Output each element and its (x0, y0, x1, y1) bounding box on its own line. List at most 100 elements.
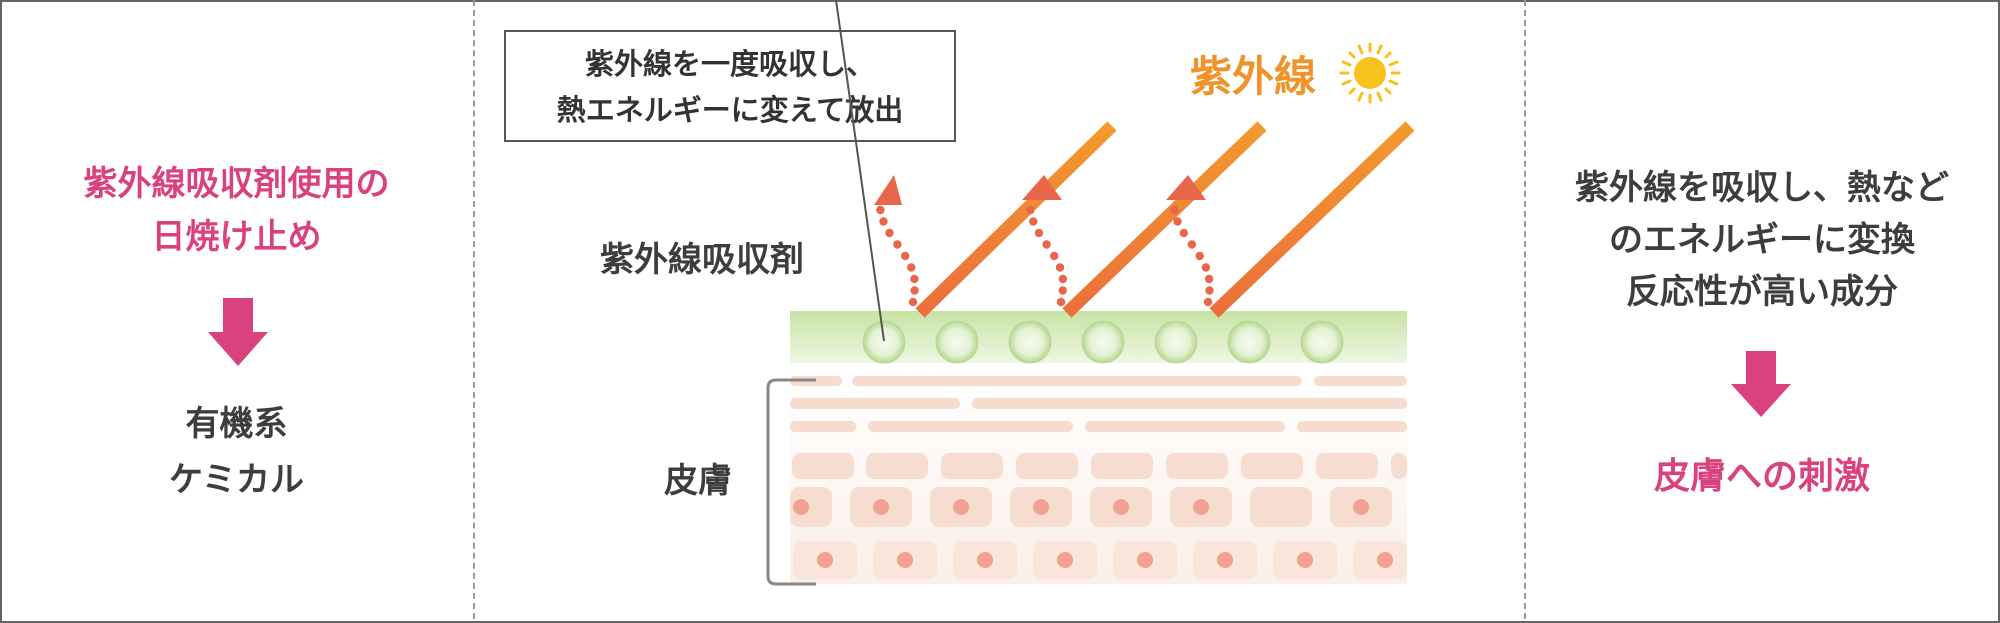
cell-nucleus (1033, 499, 1049, 515)
sun-icon (1339, 42, 1401, 104)
left-result-line-1: 有機系 (185, 404, 288, 444)
cell-nucleus (1137, 552, 1153, 568)
down-arrow-icon (208, 298, 268, 366)
skin-cell (972, 398, 1407, 409)
skin-cell (852, 376, 1302, 386)
skin-cell (792, 453, 854, 479)
cell-nucleus (1113, 499, 1129, 515)
cell-nucleus (1377, 552, 1393, 568)
heat-release-dots (876, 205, 1214, 307)
down-arrow-icon (1731, 351, 1791, 417)
cell-nucleus (977, 552, 993, 568)
skin-cell (790, 421, 856, 432)
skin-cells (790, 376, 1407, 579)
heat-dot (1205, 286, 1214, 295)
heat-dot (1201, 263, 1211, 272)
heat-dot (907, 263, 916, 272)
absorber-molecule (1300, 320, 1344, 364)
cell-nucleus (953, 499, 969, 515)
skin-cell (1166, 453, 1228, 479)
heat-dot (1195, 251, 1204, 261)
uv-ray-2 (1062, 121, 1267, 318)
heat-dot (1055, 263, 1065, 272)
skin-cell (790, 487, 832, 527)
left-result: 有機系 ケミカル (0, 396, 473, 508)
uv-ray-3 (1209, 121, 1415, 318)
skin-cell (1085, 421, 1285, 432)
right-result: 皮膚への刺激 (1653, 456, 1870, 497)
callout-line-1: 紫外線を一度吸収し、 (585, 47, 875, 81)
heat-dot (1056, 297, 1066, 307)
cell-nucleus (1297, 552, 1313, 568)
left-result-line-2: ケミカル (169, 460, 304, 500)
absorber-molecules (862, 320, 1344, 364)
cell-nucleus (1193, 499, 1209, 515)
skin-cell (1250, 487, 1312, 527)
absorber-label: 紫外線吸収剤 (600, 240, 804, 280)
absorber-molecule (935, 320, 979, 364)
absorber-molecule (1227, 320, 1271, 364)
heat-dot (1026, 205, 1035, 215)
heat-dot (885, 228, 894, 238)
absorber-molecule (1154, 320, 1198, 364)
heat-dot (910, 286, 919, 295)
absorber-molecule (1008, 320, 1052, 364)
cell-nucleus (793, 499, 809, 515)
skin-cell (866, 453, 928, 479)
heat-dot (1187, 240, 1197, 249)
heat-dot (876, 205, 885, 215)
skin-label: 皮膚 (664, 461, 732, 501)
heat-arrowhead-2 (1022, 175, 1062, 200)
heat-dot (893, 240, 902, 249)
skin-cell (941, 453, 1003, 479)
skin-cell (790, 398, 960, 409)
cell-nucleus (1217, 552, 1233, 568)
cell-nucleus (897, 552, 913, 568)
left-heading: 紫外線吸収剤使用の 日焼け止め (0, 158, 473, 264)
heat-dot (1058, 274, 1068, 284)
absorber-molecule (1081, 320, 1125, 364)
cell-nucleus (1353, 499, 1369, 515)
right-heading-line-3: 反応性が高い成分 (1626, 272, 1898, 312)
right-heading: 紫外線を吸収し、熱など のエネルギーに変換 反応性が高い成分 (1526, 162, 1998, 318)
divider-right (1524, 0, 1526, 619)
skin-cell (1391, 453, 1407, 479)
heat-dot (901, 251, 910, 261)
left-heading-line-1: 紫外線吸収剤使用の (83, 164, 390, 204)
heat-release-arrows (874, 175, 1206, 205)
heat-dot (1034, 228, 1044, 238)
skin-cell (1091, 453, 1153, 479)
heat-dot (1203, 297, 1213, 307)
absorber-molecule (862, 320, 906, 364)
heat-dot (1050, 251, 1059, 261)
cell-nucleus (1057, 552, 1073, 568)
callout-line-2: 熱エネルギーに変えて放出 (557, 93, 904, 127)
heat-dot (1170, 205, 1179, 215)
absorber-leader-line (835, 0, 885, 342)
callout-box (504, 30, 956, 142)
heat-arrowhead-3 (1166, 175, 1206, 200)
heat-dot (908, 297, 918, 307)
left-heading-line-2: 日焼け止め (151, 217, 322, 257)
skin-cell (1016, 453, 1078, 479)
cell-nucleus (817, 552, 833, 568)
right-heading-line-1: 紫外線を吸収し、熱など (1575, 168, 1949, 208)
skin-cell (1316, 453, 1378, 479)
heat-dot (1029, 217, 1038, 226)
skin-cell (1297, 421, 1407, 432)
uv-ray-1 (915, 121, 1117, 318)
right-heading-line-2: のエネルギーに変換 (1609, 220, 1915, 260)
heat-dot (1058, 286, 1068, 295)
heat-arrowhead-1 (874, 175, 902, 205)
uv-label: 紫外線 (1190, 52, 1316, 101)
heat-dot (879, 217, 888, 226)
heat-dot (1204, 274, 1214, 284)
cell-nucleus (873, 499, 889, 515)
skin-bracket (766, 378, 816, 586)
skin-cell (1241, 453, 1303, 479)
heat-dot (1179, 228, 1189, 238)
uv-rays (915, 121, 1415, 318)
skin-cell (868, 421, 1073, 432)
heat-dot (910, 274, 919, 284)
